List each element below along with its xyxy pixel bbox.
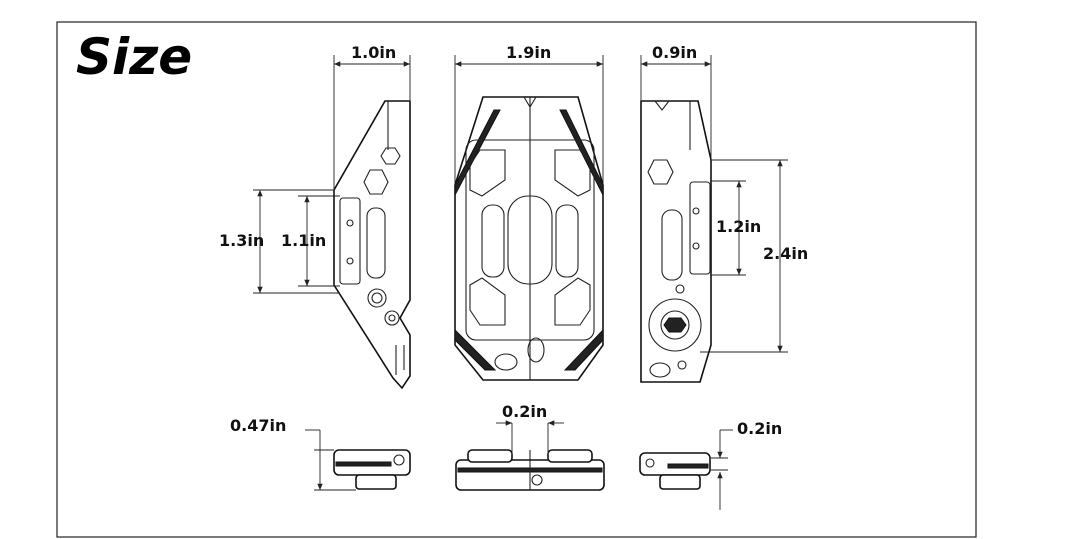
hex-icon xyxy=(380,147,401,165)
dim-front-width: 1.9in xyxy=(506,43,551,62)
dim-center-gap: 0.2in xyxy=(502,402,547,421)
dim-back-width: 0.9in xyxy=(652,43,697,62)
page-title: Size xyxy=(76,28,192,86)
dim-side-width: 1.0in xyxy=(351,43,396,62)
hex-icon xyxy=(647,159,674,185)
back-view xyxy=(640,100,712,383)
dim-back-slot: 1.2in xyxy=(716,217,761,236)
front-view xyxy=(454,96,604,381)
dim-thickness: 0.47in xyxy=(230,416,286,435)
dim-side-slot-inner: 1.1in xyxy=(281,231,326,250)
dim-back-height: 2.4in xyxy=(763,244,808,263)
dim-side-slot-outer: 1.3in xyxy=(219,231,264,250)
bottom-views xyxy=(333,449,711,491)
dimension-lines xyxy=(253,55,788,510)
side-view xyxy=(333,100,411,390)
dim-back-thickness: 0.2in xyxy=(737,419,782,438)
hex-icon xyxy=(363,169,389,195)
